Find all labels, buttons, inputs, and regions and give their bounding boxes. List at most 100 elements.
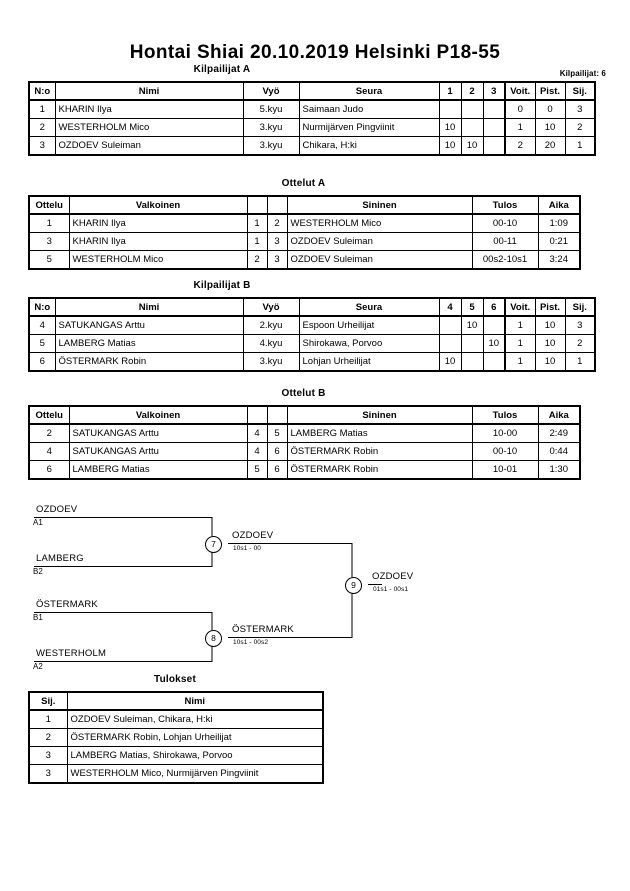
cell-white-num: 1 — [246, 232, 268, 251]
col-wins: Voit. — [504, 297, 536, 317]
cell-belt: 2.kyu — [242, 315, 300, 335]
cell-m1: 10 — [438, 352, 462, 372]
bracket-winner-name: ÖSTERMARK — [232, 624, 294, 635]
cell-time: 2:49 — [537, 423, 581, 443]
bracket-match-score: 10s1 - 00s2 — [233, 639, 269, 646]
cell-club: Nurmijärven Pingviinit — [298, 118, 440, 137]
cell-no: 6 — [28, 352, 56, 372]
cell-blue: WESTERHOLM Mico — [286, 213, 473, 233]
col-m3: 3 — [482, 81, 506, 101]
table-row: 6 ÖSTERMARK Robin 3.kyu Lohjan Urheilija… — [28, 352, 596, 372]
col-name: Nimi — [54, 81, 244, 101]
cell-name: ÖSTERMARK Robin, Lohjan Urheilijat — [66, 728, 324, 747]
col-belt: Vyö — [242, 297, 300, 317]
col-m3: 6 — [482, 297, 506, 317]
table-row: 3 KHARIN Ilya 1 3 OZDOEV Suleiman 00-11 … — [28, 232, 581, 251]
table-row: 2 SATUKANGAS Arttu 4 5 LAMBERG Matias 10… — [28, 423, 581, 443]
matches-a-table: Ottelu Valkoinen Sininen Tulos Aika 1 KH… — [28, 195, 581, 270]
table-row: 5 LAMBERG Matias 4.kyu Shirokawa, Porvoo… — [28, 334, 596, 353]
cell-white: SATUKANGAS Arttu — [68, 423, 248, 443]
table-row: 1 KHARIN Ilya 1 2 WESTERHOLM Mico 00-10 … — [28, 213, 581, 233]
cell-no: 2 — [28, 118, 56, 137]
table-row: 2 WESTERHOLM Mico 3.kyu Nurmijärven Ping… — [28, 118, 596, 137]
col-blue: Sininen — [286, 195, 473, 215]
cell-blue: LAMBERG Matias — [286, 423, 473, 443]
cell-m1 — [438, 99, 462, 119]
cell-wins: 0 — [504, 99, 536, 119]
bracket-match-score: 10s1 - 00 — [233, 545, 262, 552]
cell-rank: 2 — [564, 118, 596, 137]
cell-rank: 3 — [564, 315, 596, 335]
cell-points: 10 — [534, 315, 566, 335]
table-row: 6 LAMBERG Matias 5 6 ÖSTERMARK Robin 10-… — [28, 460, 581, 480]
cell-m2 — [460, 352, 484, 372]
cell-white: SATUKANGAS Arttu — [68, 442, 248, 461]
pool-b-title: Kilpailijat B — [193, 280, 251, 291]
cell-m3: 10 — [482, 334, 506, 353]
results-block: Tulokset Sij. Nimi 1 OZDOEV Suleiman, Ch… — [28, 674, 324, 784]
bracket-entry-seed: A2 — [33, 662, 43, 671]
cell-time: 1:30 — [537, 460, 581, 480]
table-row: 2 ÖSTERMARK Robin, Lohjan Urheilijat — [28, 728, 324, 747]
cell-white-num: 4 — [246, 442, 268, 461]
page-title: Hontai Shiai 20.10.2019 Helsinki P18-55 — [129, 42, 501, 63]
cell-result: 00-11 — [471, 232, 539, 251]
matches-b-table: Ottelu Valkoinen Sininen Tulos Aika 2 SA… — [28, 405, 581, 480]
cell-blue-num: 3 — [266, 232, 288, 251]
col-points: Pist. — [534, 297, 566, 317]
col-result: Tulos — [471, 195, 539, 215]
entrants-count: Kilpailijat: 6 — [559, 69, 606, 78]
cell-name: WESTERHOLM Mico, Nurmijärven Pingviinit — [66, 764, 324, 784]
col-blue-num — [266, 195, 288, 215]
cell-rank: 3 — [28, 764, 68, 784]
col-wins: Voit. — [504, 81, 536, 101]
col-blue-num — [266, 405, 288, 425]
cell-m2 — [460, 118, 484, 137]
col-points: Pist. — [534, 81, 566, 101]
cell-white: KHARIN Ilya — [68, 213, 248, 233]
col-white-num — [246, 195, 268, 215]
cell-name: KHARIN Ilya — [54, 99, 244, 119]
bracket-entry-name: OZDOEV — [36, 504, 78, 515]
matches-b-title: Ottelut B — [281, 388, 326, 399]
cell-blue-num: 3 — [266, 250, 288, 270]
cell-points: 10 — [534, 118, 566, 137]
results-table: Sij. Nimi 1 OZDOEV Suleiman, Chikara, H:… — [28, 691, 324, 784]
cell-points: 10 — [534, 352, 566, 372]
cell-match-no: 6 — [28, 460, 70, 480]
cell-white-num: 5 — [246, 460, 268, 480]
cell-name: LAMBERG Matias — [54, 334, 244, 353]
col-white-num — [246, 405, 268, 425]
col-no: N:o — [28, 297, 56, 317]
cell-points: 10 — [534, 334, 566, 353]
cell-white-num: 1 — [246, 213, 268, 233]
bracket-match-node-9: 9 — [345, 577, 362, 594]
table-row: 3 LAMBERG Matias, Shirokawa, Porvoo — [28, 746, 324, 765]
cell-m1 — [438, 315, 462, 335]
cell-rank: 1 — [564, 352, 596, 372]
table-row: 4 SATUKANGAS Arttu 2.kyu Espoon Urheilij… — [28, 315, 596, 335]
matches-a-block: Ottelut A Ottelu Valkoinen Sininen Tulos… — [28, 178, 581, 270]
cell-blue-num: 2 — [266, 213, 288, 233]
cell-blue: ÖSTERMARK Robin — [286, 442, 473, 461]
cell-m2 — [460, 99, 484, 119]
cell-points: 20 — [534, 136, 566, 156]
cell-m1 — [438, 334, 462, 353]
col-time: Aika — [537, 405, 581, 425]
col-m1: 4 — [438, 297, 462, 317]
table-row: 5 WESTERHOLM Mico 2 3 OZDOEV Suleiman 00… — [28, 250, 581, 270]
col-club: Seura — [298, 297, 440, 317]
cell-time: 0:21 — [537, 232, 581, 251]
pool-a-title: Kilpailijat A — [193, 64, 251, 75]
results-title: Tulokset — [154, 674, 196, 685]
cell-wins: 2 — [504, 136, 536, 156]
cell-m1: 10 — [438, 136, 462, 156]
col-m2: 5 — [460, 297, 484, 317]
cell-rank: 1 — [28, 709, 68, 729]
cell-blue: OZDOEV Suleiman — [286, 232, 473, 251]
bracket-match-node-7: 7 — [205, 536, 222, 553]
col-rank: Sij. — [564, 81, 596, 101]
cell-match-no: 5 — [28, 250, 70, 270]
bracket-entry-name: LAMBERG — [36, 553, 84, 564]
cell-club: Saimaan Judo — [298, 99, 440, 119]
